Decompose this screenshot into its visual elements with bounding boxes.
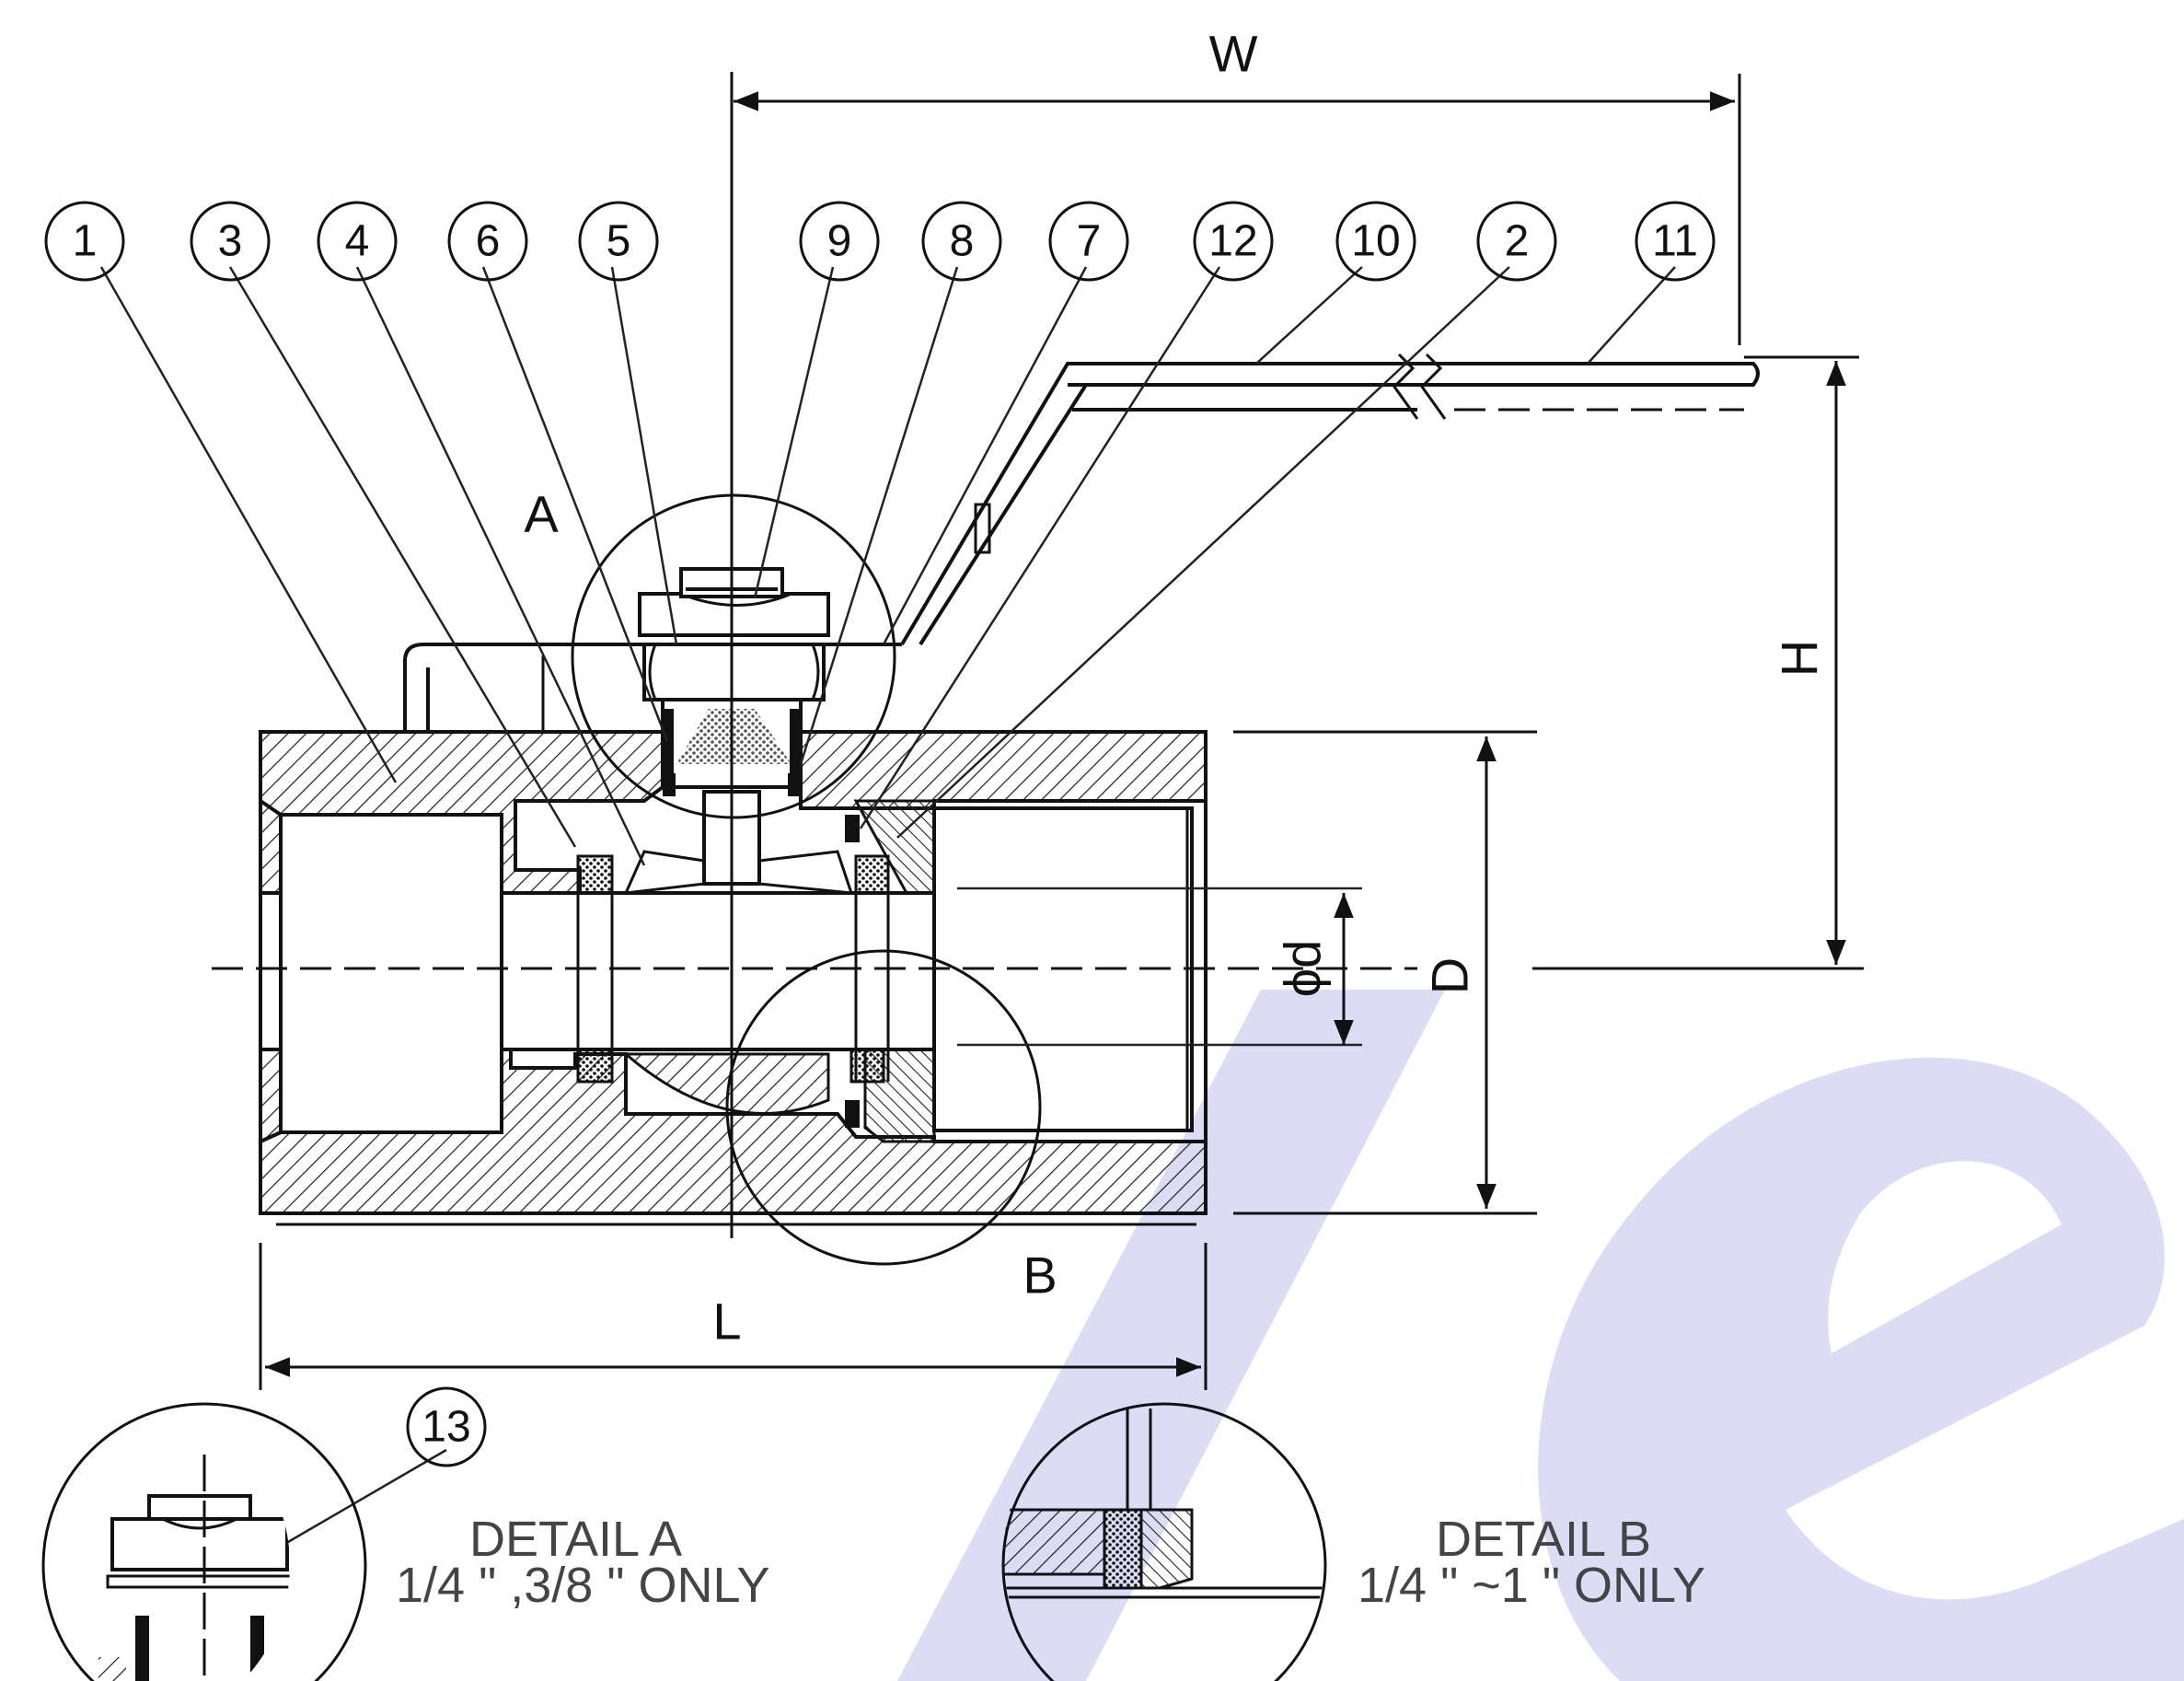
callout-5: 5: [607, 217, 631, 266]
detail-a-title: DETAIL A: [469, 1512, 682, 1567]
callout-8: 8: [950, 217, 975, 266]
callout-circles: [44, 201, 1716, 1467]
detail-a-view: [41, 1402, 367, 1681]
callout-13: 13: [422, 1403, 470, 1452]
detail-b-sizes: 1/4 " ~1 " ONLY: [1358, 1558, 1705, 1613]
callout-labels: 1 3 4 6 5 9 8 7 12 10 2 11 13: [73, 217, 1698, 1452]
center-lines: [212, 72, 1417, 1238]
callout-12: 12: [1208, 217, 1257, 266]
watermark-e: [1538, 1057, 2184, 1681]
detail-a-sizes: 1/4 " ,3/8 " ONLY: [396, 1558, 770, 1613]
section-marker-b: B: [1023, 1246, 1057, 1304]
detail-b-view: [1001, 1402, 1327, 1681]
callout-4: 4: [345, 217, 370, 266]
callout-11: 11: [1652, 217, 1698, 266]
detail-b-title: DETAIL B: [1436, 1512, 1651, 1567]
callout-6: 6: [476, 217, 501, 266]
callout-7: 7: [1077, 217, 1102, 266]
dim-label-h: H: [1771, 640, 1829, 677]
section-circle-a: [571, 493, 896, 819]
callout-2: 2: [1505, 217, 1530, 266]
valve-body: [259, 353, 1760, 1266]
callout-1: 1: [73, 217, 98, 266]
leader-lines: [99, 266, 1676, 1567]
dim-label-w: W: [1209, 25, 1258, 83]
watermark: [897, 990, 2184, 1681]
dim-label-l: L: [712, 1293, 741, 1351]
callout-10: 10: [1351, 217, 1400, 266]
section-marker-a: A: [524, 485, 559, 543]
dim-label-phi-d: ϕd: [1274, 940, 1332, 998]
dimension-lines: [259, 74, 1864, 1390]
section-circle-b: [725, 949, 1042, 1266]
callout-3: 3: [218, 217, 243, 266]
callout-9: 9: [827, 217, 852, 266]
dim-label-d: D: [1421, 957, 1479, 994]
